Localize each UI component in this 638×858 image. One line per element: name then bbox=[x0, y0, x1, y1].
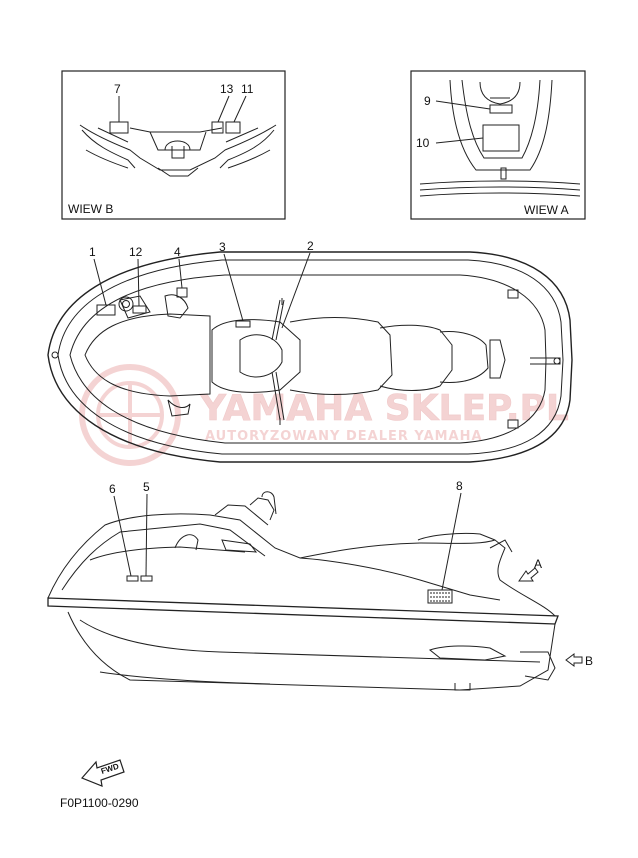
fwd-arrow-icon: FWD bbox=[80, 759, 125, 787]
arrow-a-label: A bbox=[534, 557, 542, 571]
label-5-rect bbox=[140, 575, 153, 582]
arrow-a-icon bbox=[518, 567, 539, 582]
callout-4: 4 bbox=[174, 245, 181, 259]
label-4-rect bbox=[176, 287, 188, 298]
view-b-caption: WIEW B bbox=[68, 202, 113, 216]
watermark-tagline: AUTORYZOWANY DEALER YAMAHA bbox=[205, 429, 483, 444]
inset-view-a: 9 10 WIEW A bbox=[410, 70, 586, 220]
callout-3: 3 bbox=[219, 240, 226, 254]
arrow-b-icon bbox=[565, 653, 583, 667]
side-view-hull bbox=[47, 491, 559, 691]
callout-11: 11 bbox=[241, 82, 254, 96]
callout-1: 1 bbox=[89, 245, 96, 259]
label-3-rect bbox=[235, 320, 251, 328]
label-11-rect bbox=[225, 121, 241, 134]
callout-8: 8 bbox=[456, 479, 463, 493]
watermark-brand: YAMAHA SKLEP.PL bbox=[199, 388, 569, 429]
callout-7: 7 bbox=[114, 82, 121, 96]
callout-9: 9 bbox=[424, 94, 431, 108]
label-6-rect bbox=[126, 575, 139, 582]
callout-13: 13 bbox=[220, 82, 234, 96]
label-9-rect bbox=[489, 104, 513, 114]
callout-5: 5 bbox=[143, 480, 150, 494]
callout-10: 10 bbox=[416, 136, 430, 150]
inset-view-b: 7 13 11 WIEW B bbox=[61, 70, 286, 220]
arrow-b-label: B bbox=[585, 654, 593, 668]
view-a-caption: WIEW A bbox=[524, 203, 569, 217]
label-7-rect bbox=[109, 121, 129, 134]
callout-12: 12 bbox=[129, 245, 143, 259]
callout-2: 2 bbox=[307, 239, 314, 253]
label-8-grille bbox=[427, 589, 453, 604]
label-10-rect bbox=[482, 124, 520, 152]
label-13-rect bbox=[211, 121, 224, 134]
part-code: F0P1100-0290 bbox=[60, 796, 139, 810]
top-view-hull bbox=[47, 251, 573, 463]
label-12-rect bbox=[132, 305, 147, 314]
watermark: YAMAHA SKLEP.PL AUTORYZOWANY DEALER YAMA… bbox=[79, 364, 569, 466]
callout-6: 6 bbox=[109, 482, 116, 496]
